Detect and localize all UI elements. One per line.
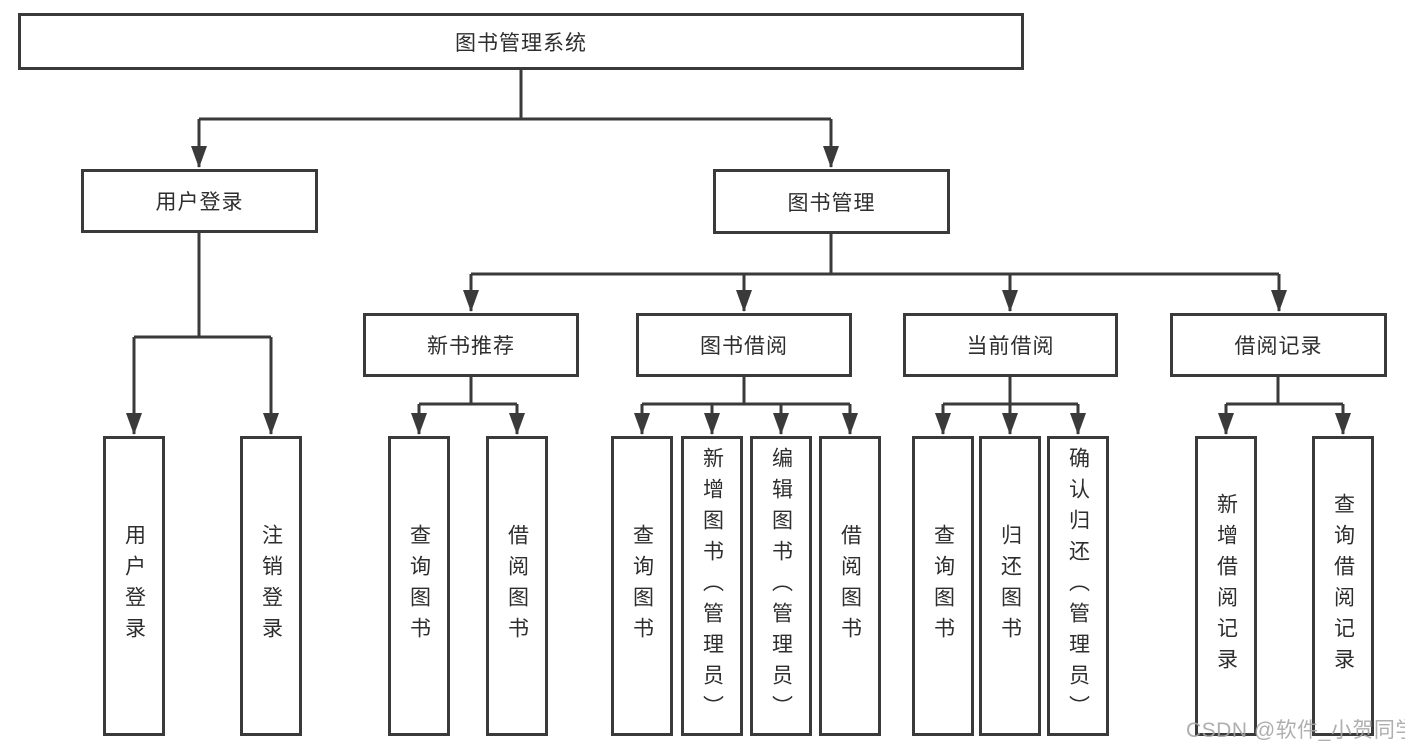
- leaf-add-borrow-record: 新增借阅记录: [1195, 436, 1257, 736]
- leaf-borrow-books-recommend: 借阅图书: [486, 436, 548, 736]
- leaf-query-books-current: 查询图书: [912, 436, 974, 736]
- leaf-edit-book-admin-label: 编辑图书（管理员）: [769, 446, 793, 726]
- leaf-confirm-return-admin: 确认归还（管理员）: [1047, 436, 1109, 736]
- node-book-management-label: 图书管理: [787, 191, 876, 215]
- leaf-query-borrow-record: 查询借阅记录: [1312, 436, 1374, 736]
- leaf-query-books-recommend-label: 查询图书: [407, 524, 431, 648]
- leaf-edit-book-admin: 编辑图书（管理员）: [750, 436, 812, 736]
- node-borrow-records-label: 借阅记录: [1234, 335, 1323, 358]
- node-user-login: 用户登录: [81, 169, 318, 233]
- leaf-logout-label: 注销登录: [259, 524, 283, 648]
- leaf-add-book-admin-label: 新增图书（管理员）: [700, 446, 724, 726]
- leaf-borrow-books-recommend-label: 借阅图书: [505, 524, 529, 648]
- leaf-query-books-borrow: 查询图书: [611, 436, 673, 736]
- node-new-book-recommend-label: 新书推荐: [427, 335, 515, 358]
- node-library-system: 图书管理系统: [18, 13, 1024, 70]
- leaf-return-book: 归还图书: [979, 436, 1041, 736]
- leaf-logout: 注销登录: [240, 436, 302, 736]
- leaf-add-book-admin: 新增图书（管理员）: [681, 436, 743, 736]
- node-current-borrow: 当前借阅: [903, 313, 1118, 377]
- leaf-confirm-return-admin-label: 确认归还（管理员）: [1066, 446, 1090, 726]
- node-book-borrow-label: 图书借阅: [700, 335, 788, 358]
- node-new-book-recommend: 新书推荐: [363, 313, 579, 377]
- leaf-borrow-books-borrow-label: 借阅图书: [838, 524, 862, 648]
- node-borrow-records: 借阅记录: [1170, 313, 1387, 377]
- leaf-query-books-recommend: 查询图书: [388, 436, 450, 736]
- node-library-system-label: 图书管理系统: [455, 31, 587, 55]
- node-book-borrow: 图书借阅: [636, 313, 852, 377]
- leaf-query-books-borrow-label: 查询图书: [630, 524, 654, 648]
- leaf-query-books-current-label: 查询图书: [931, 524, 955, 648]
- leaf-query-borrow-record-label: 查询借阅记录: [1331, 493, 1355, 679]
- node-user-login-label: 用户登录: [155, 191, 244, 214]
- leaf-add-borrow-record-label: 新增借阅记录: [1214, 493, 1238, 679]
- watermark: CSDN @软件_小贺同学: [1186, 719, 1405, 742]
- leaf-borrow-books-borrow: 借阅图书: [819, 436, 881, 736]
- leaf-user-login-label: 用户登录: [122, 524, 146, 648]
- leaf-return-book-label: 归还图书: [998, 524, 1022, 648]
- node-current-borrow-label: 当前借阅: [966, 335, 1055, 358]
- leaf-user-login: 用户登录: [103, 436, 165, 736]
- node-book-management: 图书管理: [713, 169, 950, 234]
